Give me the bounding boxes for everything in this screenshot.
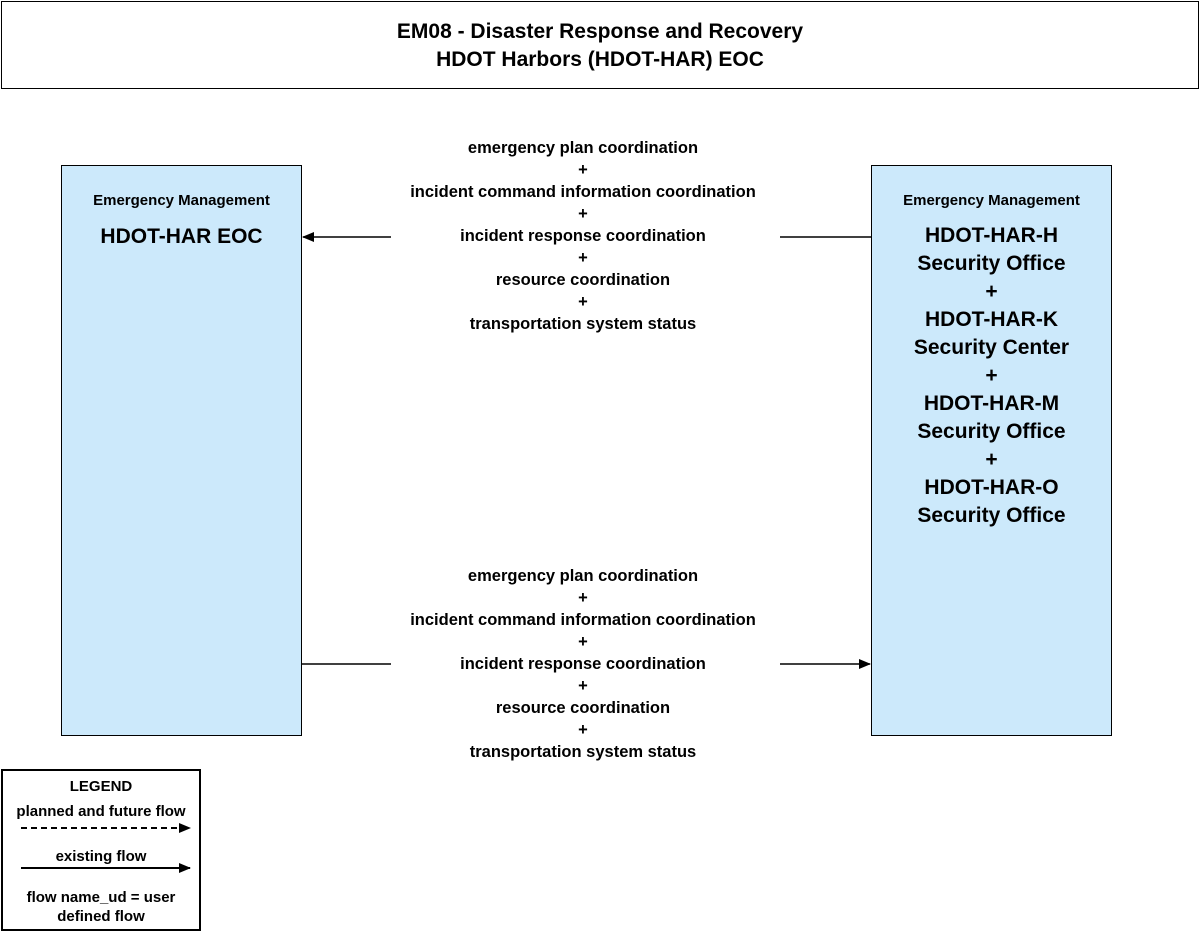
flow-label: incident response coordination xyxy=(460,227,706,245)
legend-user-defined-label: flow name_ud = user defined flow xyxy=(26,889,176,925)
entity-name-line: HDOT-HAR-M xyxy=(923,392,1060,415)
flow-label: emergency plan coordination xyxy=(467,567,699,585)
entity-name-line: HDOT-HAR-H xyxy=(925,224,1058,247)
flow-separator: + xyxy=(578,677,588,695)
entity-name-line: Security Office xyxy=(917,420,1066,443)
entity-name-separator: + xyxy=(985,364,998,387)
flow-label: incident command information coordinatio… xyxy=(410,183,756,201)
flow-separator: + xyxy=(578,589,588,607)
flow-label-group-to-left: emergency plan coordination + incident c… xyxy=(373,137,793,335)
legend: LEGEND planned and future flow existing … xyxy=(1,769,201,931)
flow-label-group-to-right: emergency plan coordination + incident c… xyxy=(373,565,793,763)
flow-label: resource coordination xyxy=(495,699,671,717)
entity-name-separator: + xyxy=(985,448,998,471)
diagram-title: EM08 - Disaster Response and Recovery HD… xyxy=(1,1,1199,89)
entity-name-line: HDOT-HAR EOC xyxy=(100,225,263,248)
entity-name-line: HDOT-HAR-K xyxy=(925,308,1058,331)
entity-hdot-har-eoc: Emergency Management HDOT-HAR EOC xyxy=(61,165,302,736)
entity-name-line: HDOT-HAR-O xyxy=(924,476,1059,499)
title-line-2: HDOT Harbors (HDOT-HAR) EOC xyxy=(436,48,764,71)
entity-name-line: Security Center xyxy=(913,336,1070,359)
flow-label: transportation system status xyxy=(469,315,697,333)
entity-name: HDOT-HAR-H Security Office + HDOT-HAR-K … xyxy=(872,222,1111,530)
legend-existing-label: existing flow xyxy=(55,848,147,865)
entity-hdot-har-security-offices: Emergency Management HDOT-HAR-H Security… xyxy=(871,165,1112,736)
title-line-1: EM08 - Disaster Response and Recovery xyxy=(396,20,804,43)
flow-separator: + xyxy=(578,633,588,651)
flow-label: resource coordination xyxy=(495,271,671,289)
flow-separator: + xyxy=(578,721,588,739)
entity-name-line: Security Office xyxy=(917,504,1066,527)
entity-category-label: Emergency Management xyxy=(93,192,270,209)
legend-title: LEGEND xyxy=(69,778,133,795)
flow-separator: + xyxy=(578,205,588,223)
flow-separator: + xyxy=(578,161,588,179)
entity-name-separator: + xyxy=(985,280,998,303)
flow-label: incident command information coordinatio… xyxy=(410,611,756,629)
flow-label: transportation system status xyxy=(469,743,697,761)
flow-separator: + xyxy=(578,249,588,267)
flow-label: emergency plan coordination xyxy=(467,139,699,157)
entity-category-label: Emergency Management xyxy=(903,192,1080,209)
entity-name: HDOT-HAR EOC xyxy=(62,223,301,251)
flow-separator: + xyxy=(578,293,588,311)
flow-label: incident response coordination xyxy=(460,655,706,673)
legend-planned-label: planned and future flow xyxy=(16,803,186,820)
entity-name-line: Security Office xyxy=(917,252,1066,275)
